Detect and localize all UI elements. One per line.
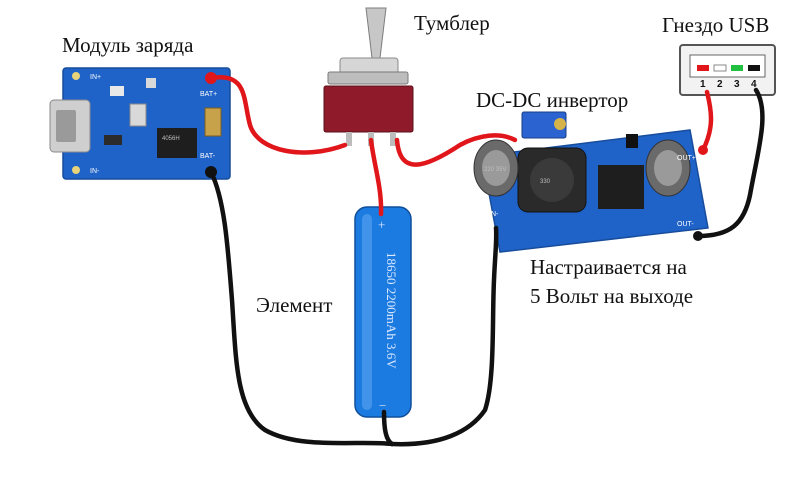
wire-switch-to-converter [394, 133, 518, 167]
toggle-switch [323, 7, 414, 146]
converter-pin-out-plus: OUT+ [677, 155, 696, 162]
wire-out-minus-to-usb [695, 87, 765, 239]
inductor-label: 330 [540, 179, 551, 185]
wire-out-plus-to-usb [700, 89, 714, 153]
charge-pin-bat-plus: BAT+ [200, 91, 217, 98]
usb-pin-4: 4 [751, 79, 757, 90]
wire-bat-minus-to-junction [208, 169, 395, 447]
charge-pin-in-minus: IN- [90, 168, 100, 175]
charge-chip-label: 4056H [162, 136, 180, 142]
solder-out-minus [693, 231, 703, 241]
wires [208, 74, 765, 447]
wire-junction-to-converter [389, 225, 499, 447]
label-usb-socket: Гнездо USB [662, 13, 769, 37]
battery-plus-sign: + [378, 217, 385, 232]
label-charge-module: Модуль заряда [62, 33, 194, 57]
usb-pin-2: 2 [717, 79, 723, 90]
label-dcdc-converter: DC-DC инвертор [476, 88, 628, 112]
wire-switch-to-battery-plus [368, 137, 384, 217]
label-cell: Элемент [256, 293, 332, 317]
solder-out-plus [698, 145, 708, 155]
converter-pin-in-minus: IN- [489, 211, 499, 218]
battery-minus-sign: − [379, 398, 386, 413]
usb-pin-3: 3 [734, 79, 740, 90]
input-cap-label: 220 35V [484, 167, 506, 173]
usb-socket: 1 2 3 4 [679, 44, 776, 96]
converter-pin-out-minus: OUT- [677, 221, 694, 228]
label-note-line2: 5 Вольт на выходе [530, 284, 693, 308]
wire-bat-plus-to-switch [208, 74, 348, 155]
charge-pin-bat-minus: BAT- [200, 153, 216, 160]
battery-marking: 18650 2200mAh 3.6V [384, 252, 399, 369]
dcdc-converter-board: 330 220 35V IN- OUT+ OUT- [473, 111, 709, 253]
label-toggle-switch: Тумблер [414, 11, 490, 35]
usb-pin-1: 1 [700, 79, 706, 90]
solder-bat-plus [205, 72, 217, 84]
battery-cell: + − 18650 2200mAh 3.6V [354, 206, 412, 418]
solder-bat-minus [205, 166, 217, 178]
charge-module-board: 4056H IN+ IN- BAT+ BAT- [49, 67, 231, 180]
charge-pin-in-plus: IN+ [90, 74, 101, 81]
label-note-line1: Настраивается на [530, 255, 687, 279]
